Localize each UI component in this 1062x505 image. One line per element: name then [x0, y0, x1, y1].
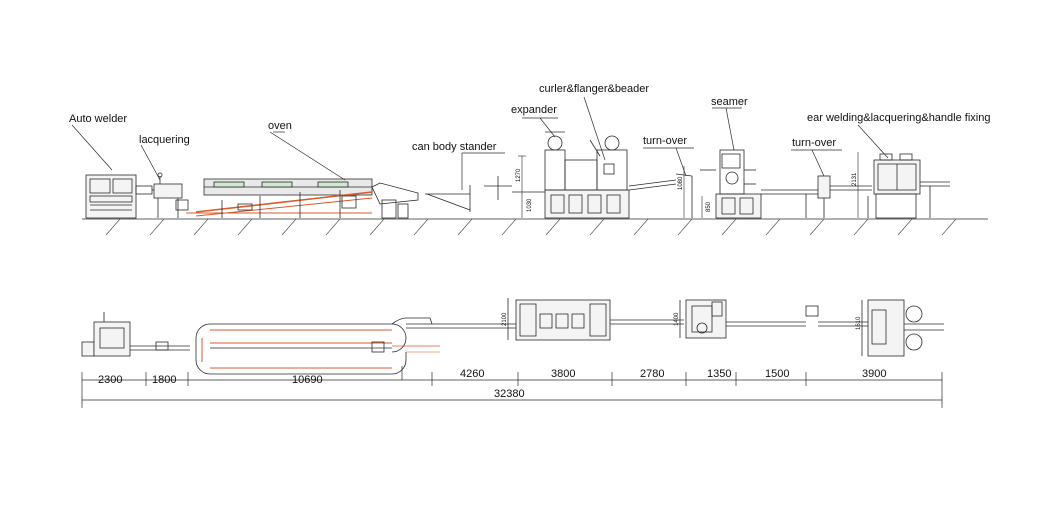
label-leaders — [71, 96, 889, 190]
hatch-mark — [589, 218, 605, 236]
oven-loop-plan — [195, 323, 440, 375]
dim-ear-width: 1610 — [856, 316, 862, 330]
seamer-plan — [679, 299, 806, 339]
ear-welding-plan — [805, 299, 944, 357]
dim-2780: 2780 — [640, 368, 664, 380]
dim-3900: 3900 — [862, 368, 886, 380]
hatch-mark — [237, 218, 253, 236]
dim-curler-width: 2100 — [502, 312, 508, 326]
elevation-view — [71, 96, 988, 236]
dim-total: 32380 — [494, 388, 525, 400]
dim-expander-height: 1270 — [516, 168, 522, 182]
label-seamer: seamer — [711, 96, 748, 108]
dim-seamer-base: 850 — [706, 201, 712, 212]
dim-3800: 3800 — [551, 368, 575, 380]
hatch-mark — [149, 218, 165, 236]
dim-10690: 10690 — [292, 374, 323, 386]
label-expander: expander — [511, 104, 557, 116]
hatch-mark — [501, 218, 517, 236]
hatch-mark — [721, 218, 737, 236]
label-curler-flanger-beader: curler&flanger&beader — [539, 83, 649, 95]
ear-welding-machine — [867, 153, 950, 219]
dim-expander-base: 1030 — [527, 198, 533, 212]
hatch-mark — [809, 218, 825, 236]
dim-ear-height: 2131 — [852, 172, 858, 186]
dim-1350: 1350 — [707, 368, 731, 380]
hatch-mark — [193, 218, 209, 236]
hatch-mark — [413, 218, 429, 236]
welder-plan — [81, 312, 190, 357]
dim-2300: 2300 — [98, 374, 122, 386]
label-can-body-stander: can body stander — [412, 141, 497, 153]
label-lacquering: lacquering — [139, 134, 190, 146]
hatch-mark — [853, 218, 869, 236]
elevation-dimension-marks — [518, 152, 859, 218]
can-body-stander — [425, 176, 545, 212]
ground-hatching — [105, 218, 957, 236]
label-ear-welding: ear welding&lacquering&handle fixing — [807, 112, 990, 124]
hatch-mark — [545, 218, 561, 236]
hatch-mark — [677, 218, 693, 236]
hatch-mark — [369, 218, 385, 236]
hatch-mark — [325, 218, 341, 236]
lacquering-unit — [153, 172, 189, 218]
hatch-mark — [897, 218, 913, 236]
hatch-mark — [105, 218, 121, 236]
turn-over-2-unit — [817, 175, 872, 218]
label-turn-over-1: turn-over — [643, 135, 687, 147]
dim-seamer-width: 1400 — [674, 312, 680, 326]
hatch-mark — [457, 218, 473, 236]
hatch-mark — [765, 218, 781, 236]
dim-1500: 1500 — [765, 368, 789, 380]
auto-welder-machine — [85, 174, 178, 219]
hatch-mark — [941, 218, 957, 236]
label-turn-over-2: turn-over — [792, 137, 836, 149]
hatch-mark — [633, 218, 649, 236]
plan-transfer-bend — [391, 317, 433, 325]
hatch-mark — [281, 218, 297, 236]
oven-body — [186, 178, 419, 219]
plan-view — [81, 298, 944, 408]
dim-turnover-height: 1080 — [678, 176, 684, 190]
dimension-chain — [81, 366, 943, 408]
label-auto-welder: Auto welder — [69, 113, 127, 125]
expander-curler-machine — [544, 131, 630, 219]
curler-machine-plan — [507, 298, 684, 341]
dim-4260: 4260 — [460, 368, 484, 380]
dim-1800: 1800 — [152, 374, 176, 386]
label-oven: oven — [268, 120, 292, 132]
seamer-machine — [700, 149, 820, 219]
